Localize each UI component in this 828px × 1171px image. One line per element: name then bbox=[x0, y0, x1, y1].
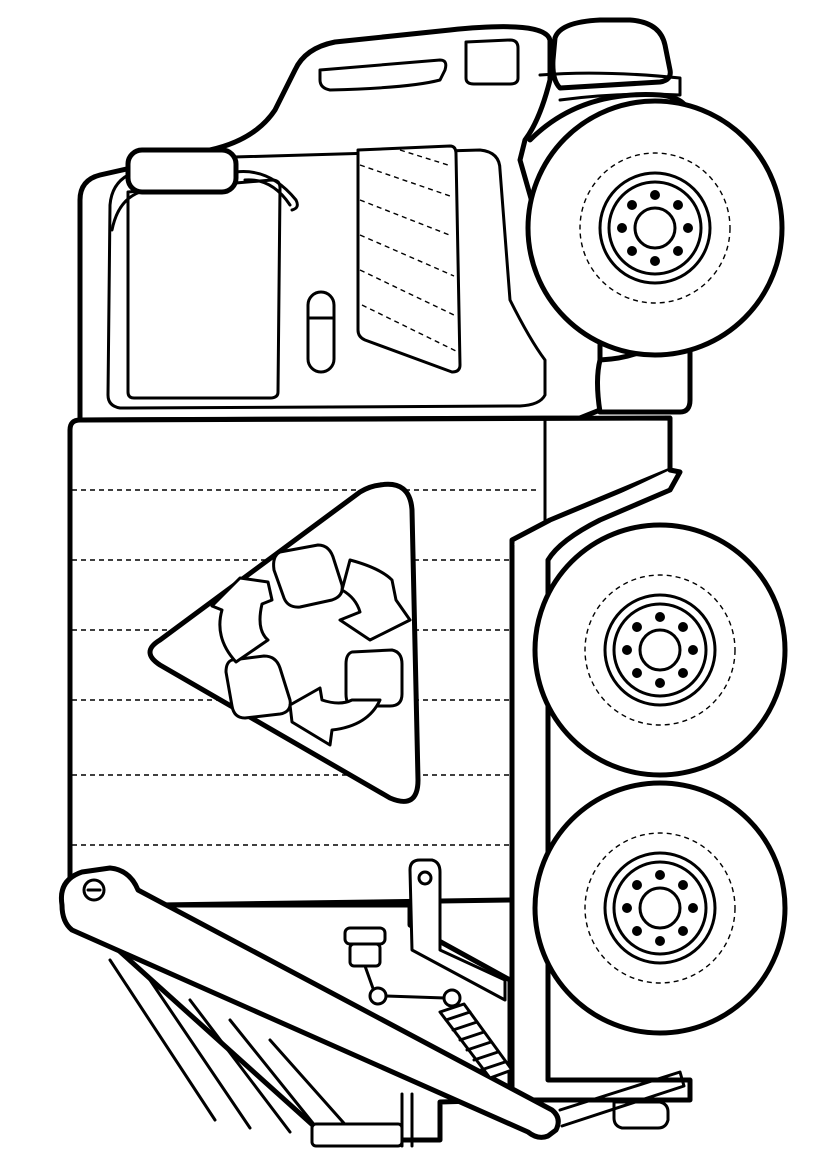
rear-step bbox=[310, 1122, 404, 1148]
windshield-panel-small bbox=[464, 38, 520, 86]
side-window-stripes bbox=[359, 149, 459, 353]
wheel-rear bbox=[532, 780, 788, 1036]
lug-nuts bbox=[617, 190, 693, 266]
windshield-panel bbox=[318, 58, 448, 92]
side-mirror-icon bbox=[110, 147, 299, 232]
door-handle bbox=[306, 290, 336, 374]
rear-loader bbox=[58, 858, 686, 1148]
lug-nuts bbox=[622, 870, 698, 946]
wheel-middle bbox=[532, 522, 788, 778]
piston bbox=[343, 926, 462, 1008]
rear-bumper bbox=[612, 1100, 670, 1130]
cab-roof-visor-rim bbox=[538, 71, 682, 102]
cab-roof-visor bbox=[550, 17, 673, 91]
lug-nuts bbox=[622, 612, 698, 688]
hopper-stripes bbox=[108, 958, 352, 1134]
recycle-sign bbox=[147, 481, 421, 804]
loader-arm bbox=[58, 865, 561, 1140]
wheel-front bbox=[525, 98, 785, 358]
side-window-striped bbox=[356, 144, 462, 374]
door-window bbox=[126, 178, 282, 400]
hydraulic-strut bbox=[408, 858, 507, 1002]
striped-rail bbox=[438, 1002, 514, 1080]
recycle-icon bbox=[210, 543, 412, 747]
truck-cab bbox=[77, 17, 693, 423]
